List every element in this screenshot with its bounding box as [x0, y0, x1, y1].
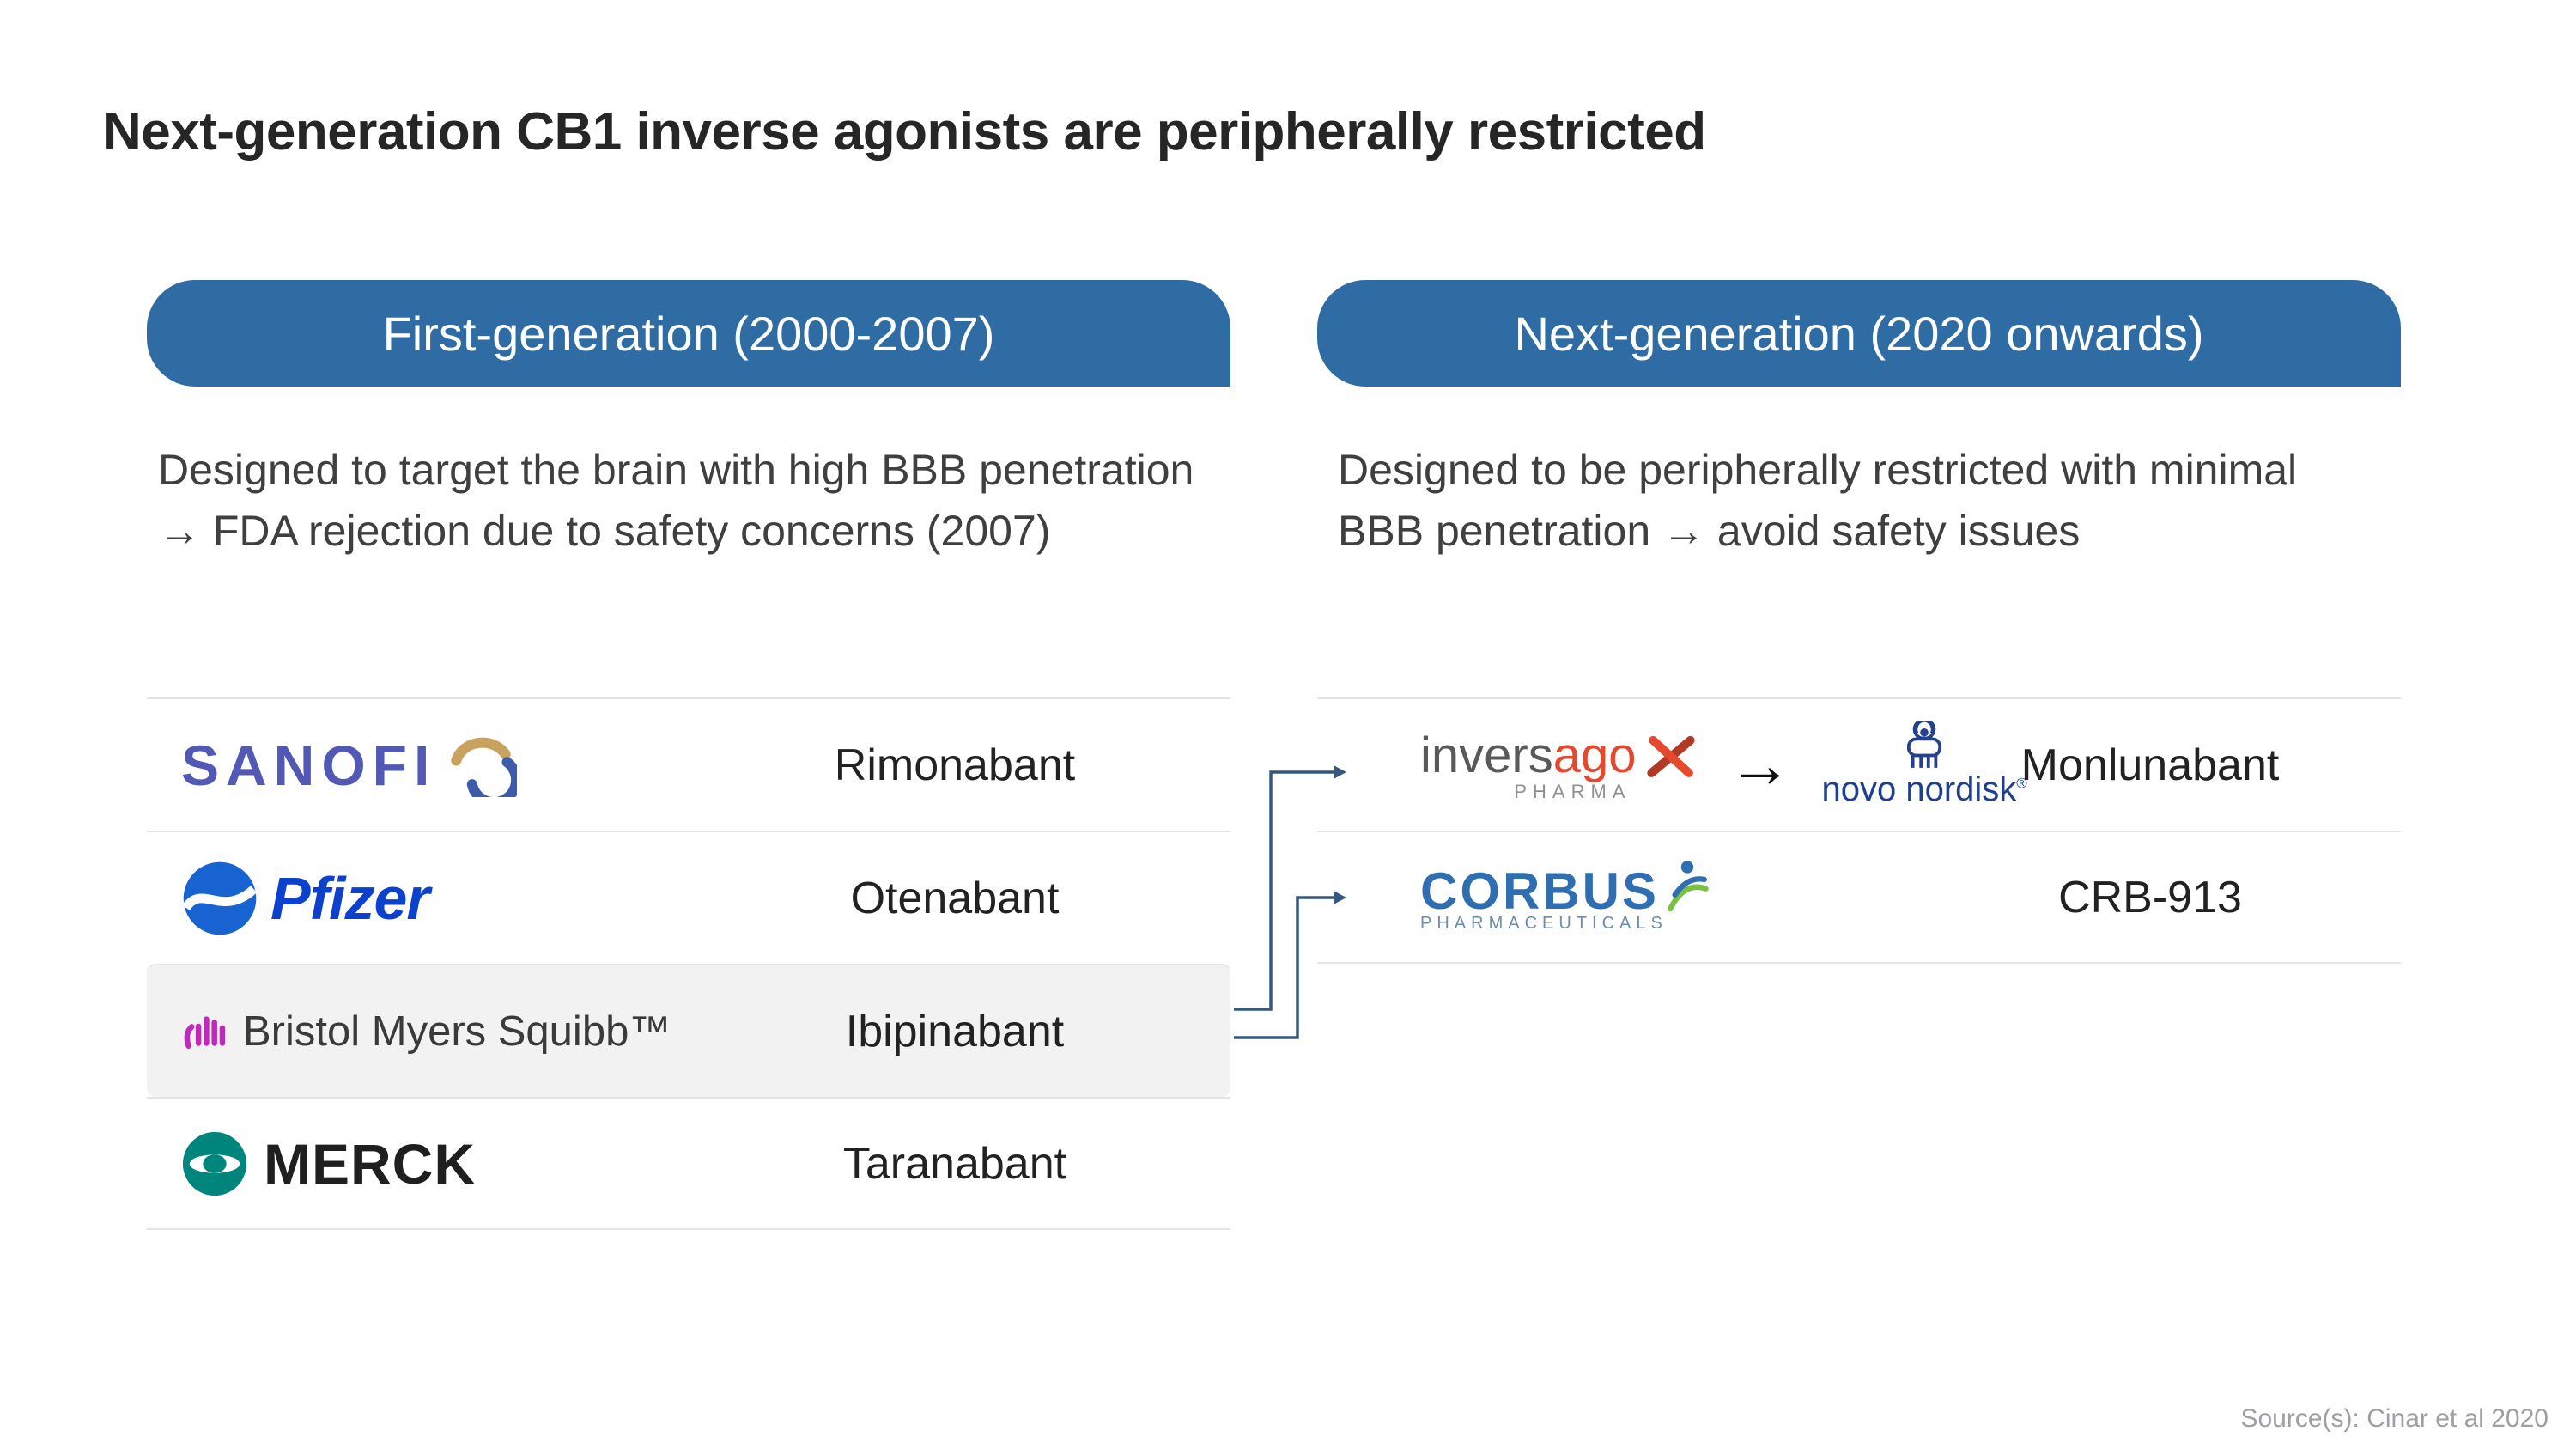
- pfizer-emblem-icon: [181, 861, 258, 935]
- novo-nordisk-wordmark: novo nordisk®: [1822, 770, 2027, 809]
- drug-name: Rimonabant: [834, 740, 1076, 790]
- table-row-bms: Bristol Myers Squibb™ Ibipinabant: [147, 964, 1230, 1097]
- table-row-corbus: CORBUS PHARMACEUTICALS CRB-913: [1317, 831, 2401, 964]
- table-row-sanofi: SANOFI Rimonabant: [147, 697, 1230, 831]
- registered-mark: ®: [2016, 775, 2027, 792]
- first-gen-header-label: First-generation (2000-2007): [382, 306, 995, 361]
- drug-name: Taranabant: [842, 1138, 1067, 1189]
- first-gen-description: Designed to target the brain with high B…: [158, 446, 1194, 555]
- novo-nordisk-bull-icon: [1907, 721, 1942, 768]
- inversago-wordmark-red: ago: [1552, 728, 1637, 783]
- merck-sphere-icon: [182, 1131, 247, 1196]
- corbus-pharmaceuticals-label: PHARMACEUTICALS: [1420, 913, 1668, 933]
- inversago-dragonfly-icon: [1646, 735, 1695, 777]
- first-gen-header-pill: First-generation (2000-2007): [147, 280, 1230, 387]
- corbus-logo-zone: CORBUS PHARMACEUTICALS: [1317, 861, 1710, 934]
- sanofi-logo: SANOFI: [181, 733, 518, 798]
- bms-wordmark: Bristol Myers Squibb™: [243, 1008, 671, 1055]
- bms-logo-zone: Bristol Myers Squibb™: [147, 1008, 679, 1056]
- merck-logo-zone: MERCK: [147, 1130, 679, 1197]
- bms-hand-icon: [184, 1015, 226, 1049]
- novo-nordisk-logo: novo nordisk®: [1822, 721, 2027, 809]
- next-gen-header-label: Next-generation (2020 onwards): [1514, 306, 2204, 361]
- table-row-pfizer: Pfizer Otenabant: [147, 831, 1230, 964]
- pfizer-logo: Pfizer: [181, 860, 430, 937]
- inversago-pharma-label: PHARMA: [1514, 781, 1631, 802]
- sanofi-logo-zone: SANOFI: [147, 733, 679, 798]
- bms-logo: Bristol Myers Squibb™: [181, 1008, 671, 1056]
- corbus-wordmark-row: CORBUS: [1420, 861, 1710, 921]
- corbus-logo: CORBUS PHARMACEUTICALS: [1420, 861, 1710, 934]
- page-title: Next-generation CB1 inverse agonists are…: [103, 102, 1706, 161]
- merck-wordmark: MERCK: [264, 1131, 476, 1196]
- handoff-arrow: →: [1727, 728, 1793, 801]
- next-gen-description: Designed to be peripherally restricted w…: [1338, 446, 2298, 555]
- first-gen-table: SANOFI Rimonabant Pfizer: [147, 697, 1230, 1230]
- connector-arrows: [1234, 765, 1346, 1039]
- drug-name: Otenabant: [850, 873, 1060, 923]
- next-gen-header-pill: Next-generation (2020 onwards): [1317, 280, 2401, 387]
- merck-logo: MERCK: [181, 1130, 476, 1197]
- table-row-merck: MERCK Taranabant: [147, 1097, 1230, 1230]
- pfizer-wordmark: Pfizer: [270, 864, 430, 932]
- drug-name: Ibipinabant: [845, 1006, 1065, 1056]
- drug-name: CRB-913: [2058, 872, 2242, 922]
- corbus-wordmark: CORBUS: [1420, 861, 1660, 920]
- sanofi-swirl-icon: [451, 737, 518, 797]
- sanofi-wordmark: SANOFI: [181, 733, 437, 797]
- source-note: Source(s): Cinar et al 2020: [2240, 1404, 2549, 1433]
- inversago-wordmark-gray: invers: [1420, 728, 1553, 783]
- pfizer-logo-zone: Pfizer: [147, 860, 679, 937]
- novo-nordisk-name: novo nordisk: [1821, 770, 2017, 808]
- corbus-figure-icon: [1668, 861, 1709, 912]
- drug-name: Monlunabant: [2020, 740, 2280, 790]
